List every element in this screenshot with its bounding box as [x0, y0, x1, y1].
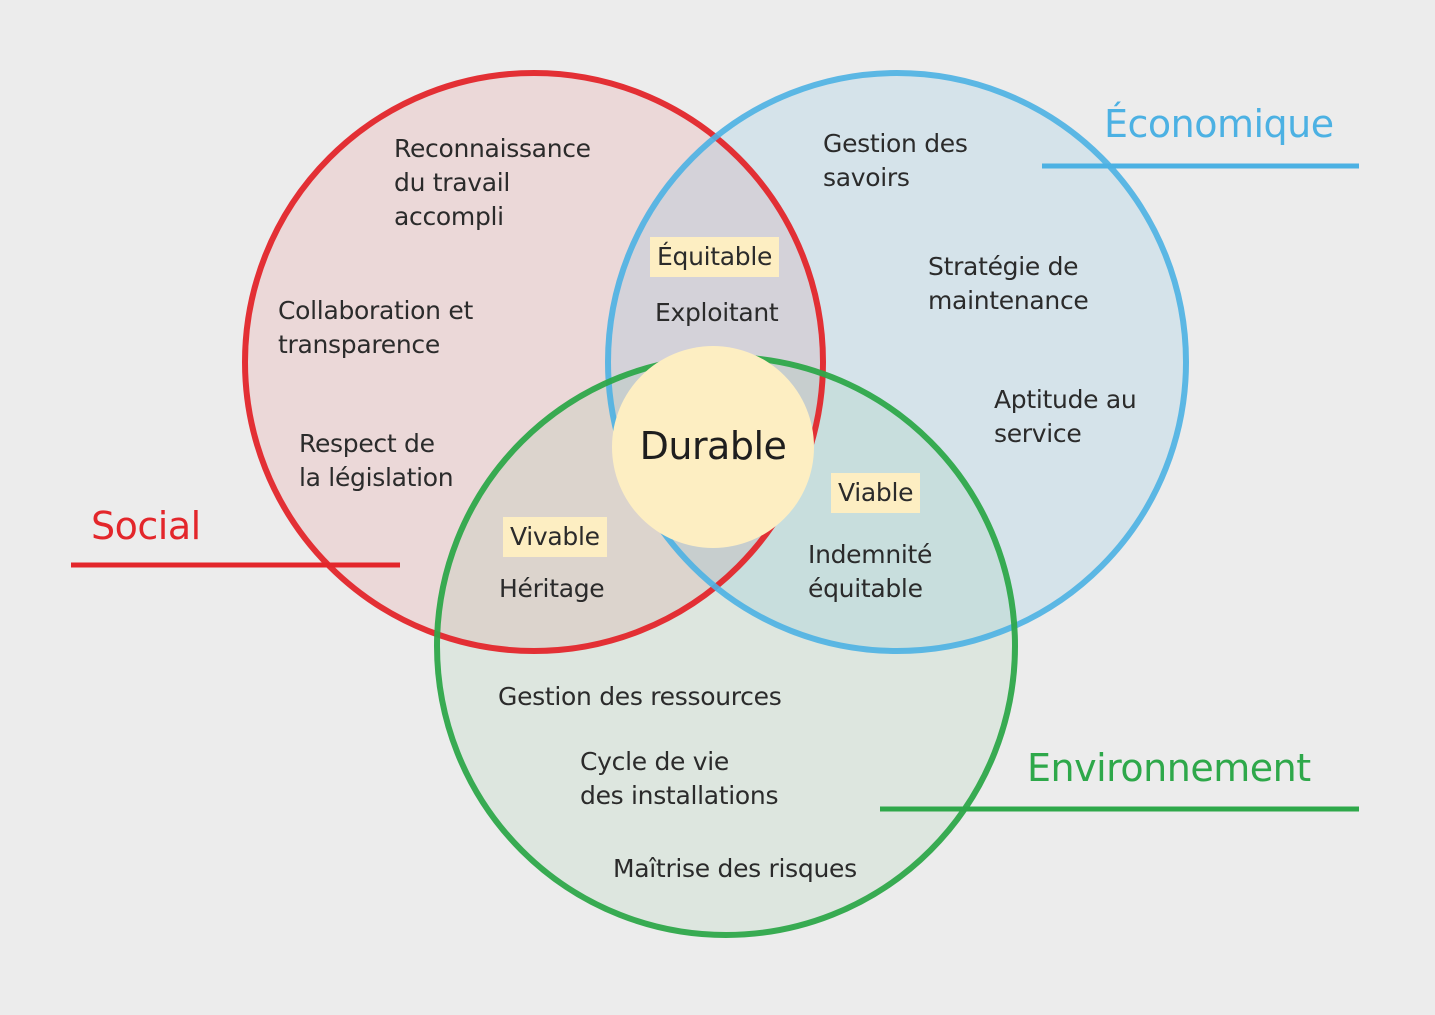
economique-item-strategie: Stratégie de maintenance	[928, 252, 1089, 315]
intersection-item-indemnite: Indemnité équitable	[808, 540, 933, 603]
economique-item-aptitude: Aptitude au service	[994, 385, 1137, 448]
intersection-tag-equitable: Équitable	[650, 237, 780, 277]
intersection-item-exploitant: Exploitant	[655, 298, 779, 327]
intersection-tag-viable: Viable	[831, 473, 921, 513]
economique-circle-outline	[605, 70, 1189, 654]
intersection-item-heritage: Héritage	[499, 574, 605, 603]
social-item-collaboration: Collaboration et transparence	[278, 296, 473, 359]
environnement-item-cycle-vie: Cycle de vie des installations	[580, 747, 779, 810]
environnement-item-maitrise-risques: Maîtrise des risques	[613, 854, 857, 883]
center-circle	[612, 346, 814, 548]
social-circle-outline	[242, 70, 826, 654]
social-item-reconnaissance: Reconnaissance du travail accompli	[394, 134, 591, 231]
environnement-title: Environnement	[1027, 746, 1311, 790]
intersection-tag-vivable: Vivable	[503, 517, 607, 557]
center-label-durable: Durable	[639, 424, 787, 468]
economique-title: Économique	[1104, 102, 1334, 146]
social-item-respect: Respect de la législation	[299, 429, 454, 492]
economique-item-gestion-savoirs: Gestion des savoirs	[823, 129, 968, 192]
social-title: Social	[91, 504, 201, 548]
environnement-item-gestion-ressources: Gestion des ressources	[498, 682, 782, 711]
